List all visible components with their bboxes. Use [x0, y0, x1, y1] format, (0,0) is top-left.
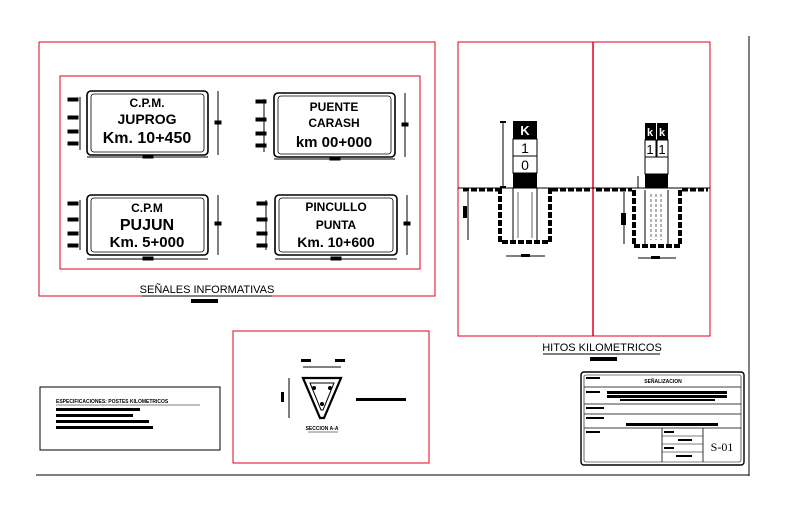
sign-line-2: PUNTA: [316, 218, 357, 232]
sign-pincullo: PINCULLO PUNTA Km. 10+600: [274, 194, 398, 256]
marker-side-letter-2: k: [659, 127, 666, 139]
sign-panel-inner: [277, 95, 392, 155]
title-block-heading: SEÑALIZACION: [644, 378, 682, 385]
dimension-marks-below: [87, 154, 397, 261]
markers-frame: [457, 41, 711, 337]
sign-line-3: Km. 5+000: [110, 234, 185, 251]
signs-inner-frame: [59, 75, 421, 270]
section-panel: SECCION A-A: [232, 330, 430, 464]
sign-line-3: km 00+000: [296, 134, 372, 151]
title-block: SEÑALIZACION S-01: [580, 371, 745, 466]
sign-line-1: C.P.M.: [129, 96, 164, 110]
sign-line-1: C.P.M: [131, 201, 163, 215]
sign-panel-outer: [86, 194, 209, 256]
sign-line-1: PUENTE: [310, 100, 359, 114]
marker-digit-1: 1: [521, 140, 529, 156]
markers-section-title: HITOS KILOMETRICOS: [542, 342, 662, 354]
marker-side-letter-1: k: [647, 127, 654, 139]
sign-jupro: C.P.M. JUPROG Km. 10+450: [86, 90, 209, 156]
section-label: SECCION A-A: [306, 426, 339, 432]
specs-frame: [39, 386, 221, 451]
signs-outer-frame: [38, 41, 436, 297]
sign-panel-outer: [274, 194, 398, 256]
sign-panel-inner: [90, 197, 205, 253]
specs-box: ESPECIFICACIONES: POSTES KILOMETRICOS: [39, 386, 221, 451]
sign-line-1: PINCULLO: [305, 200, 366, 214]
sign-pujun: C.P.M PUJUN Km. 5+000: [86, 194, 209, 256]
sheet-number: S-01: [711, 440, 734, 454]
signs-scale-bar: [191, 299, 218, 303]
marker-digit-2: 0: [521, 157, 529, 173]
signs-panel: C.P.M. JUPROG Km. 10+450 PUENTE CARASH k…: [38, 41, 436, 303]
sign-carash: PUENTE CARASH km 00+000: [273, 92, 396, 158]
marker-letter: K: [520, 123, 530, 138]
sign-line-2: CARASH: [308, 116, 359, 130]
title-block-frame: [580, 371, 745, 466]
markers-panel: K 1 0: [457, 41, 711, 361]
sign-line-2: PUJUN: [120, 217, 174, 234]
specs-title: ESPECIFICACIONES: POSTES KILOMETRICOS: [56, 399, 169, 405]
sign-panel-inner: [90, 93, 205, 153]
marker-front-view: K 1 0: [458, 121, 593, 257]
marker-side-digit-1: 1: [646, 142, 653, 157]
section-outline-inner: [309, 382, 335, 411]
marker-side-view: k k 1 1: [593, 123, 710, 259]
signs-section-title: SEÑALES INFORMATIVAS: [140, 283, 275, 296]
dimension-marks-right: [214, 91, 411, 255]
section-outline-outer: [301, 376, 343, 420]
sign-panel-inner: [278, 197, 394, 253]
section-frame: [232, 330, 430, 464]
markers-scale-bar: [590, 357, 617, 361]
sign-line-3: Km. 10+600: [297, 234, 375, 250]
marker-side-digit-2: 1: [658, 142, 665, 157]
sign-line-3: Km. 10+450: [103, 130, 192, 147]
sign-line-2: JUPROG: [117, 111, 176, 127]
dimension-marks-left: [67, 97, 268, 250]
